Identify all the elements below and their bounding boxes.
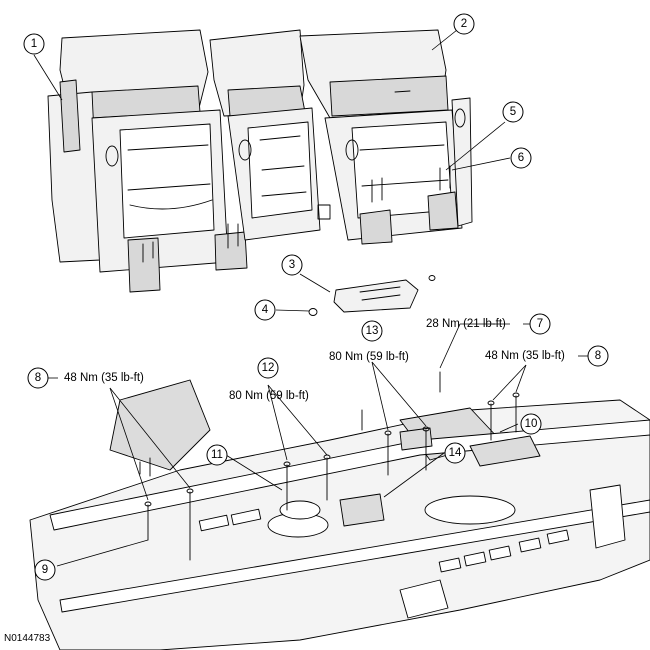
svg-text:10: 10 <box>525 418 538 430</box>
vehicle-floor-pan <box>29 371 650 650</box>
svg-text:14: 14 <box>449 447 462 459</box>
svg-text:3: 3 <box>289 259 295 271</box>
torque-label-8-right: 48 Nm (35 lb-ft) <box>485 350 565 362</box>
callout-10: 10 <box>520 413 542 435</box>
callout-8-left: 8 <box>27 367 49 389</box>
torque-label-7: 28 Nm (21 lb-ft) <box>426 318 506 330</box>
torque-label-8-left: 48 Nm (35 lb-ft) <box>64 372 144 384</box>
callout-4: 4 <box>254 299 276 321</box>
callout-1: 1 <box>23 33 45 55</box>
svg-text:11: 11 <box>211 449 223 461</box>
callout-12: 12 <box>257 357 279 379</box>
leader-lines <box>33 29 527 567</box>
callout-11: 11 <box>206 444 228 466</box>
torque-label-13: 80 Nm (59 lb-ft) <box>329 351 409 363</box>
rear-seat-assembly <box>47 29 473 316</box>
callout-6: 6 <box>510 147 532 169</box>
svg-text:9: 9 <box>42 564 48 576</box>
svg-text:7: 7 <box>537 318 543 330</box>
callouts: 1 2 3 4 5 6 7 8 <box>23 13 609 581</box>
svg-text:1: 1 <box>31 38 37 50</box>
svg-text:8: 8 <box>35 372 41 384</box>
svg-text:12: 12 <box>262 362 275 374</box>
callout-13: 13 <box>361 320 383 342</box>
callout-14: 14 <box>444 442 466 464</box>
callout-9: 9 <box>34 559 56 581</box>
callout-3: 3 <box>281 254 303 276</box>
callout-8-right: 8 <box>587 345 609 367</box>
svg-text:6: 6 <box>518 152 524 164</box>
callout-5: 5 <box>502 101 524 123</box>
svg-text:8: 8 <box>595 350 601 362</box>
svg-text:4: 4 <box>262 304 269 316</box>
torque-labels: 28 Nm (21 lb-ft) 48 Nm (35 lb-ft) 48 Nm … <box>48 318 588 402</box>
svg-text:2: 2 <box>461 18 467 30</box>
torque-label-12: 80 Nm (59 lb-ft) <box>229 390 309 402</box>
svg-text:13: 13 <box>366 325 379 337</box>
callout-2: 2 <box>453 13 475 35</box>
callout-7: 7 <box>529 313 551 335</box>
figure-id: N0144783 <box>4 633 51 644</box>
svg-text:5: 5 <box>510 106 516 118</box>
